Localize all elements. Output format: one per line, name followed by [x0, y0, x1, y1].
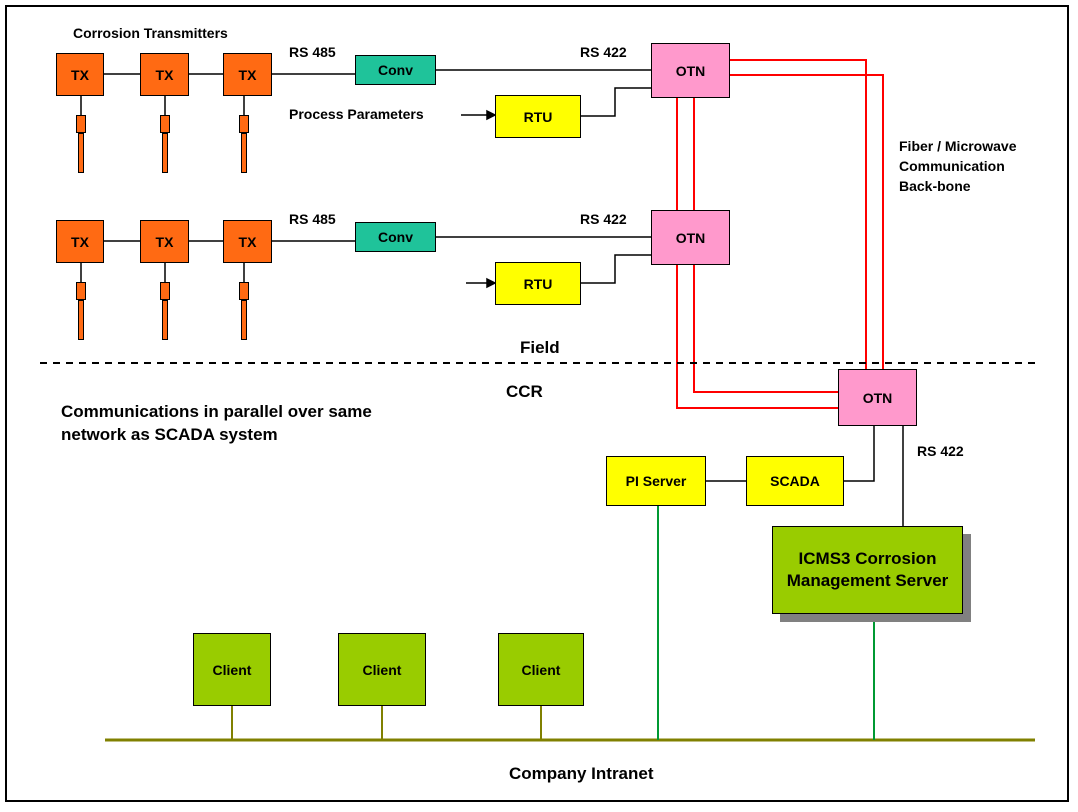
otn-box-row1: OTN [651, 43, 730, 98]
rs422-label-row2: RS 422 [580, 211, 627, 227]
corrosion-probe [76, 115, 86, 133]
backbone-label: Fiber / Microwave Communication Back-bon… [899, 138, 1017, 194]
backbone-links [676, 59, 884, 409]
rs485-label-row1: RS 485 [289, 44, 336, 60]
row2-links [104, 236, 651, 284]
rs422-label-row1: RS 422 [580, 44, 627, 60]
corrosion-transmitters-label: Corrosion Transmitters [73, 25, 228, 41]
rtu-box: RTU [495, 262, 581, 305]
otn-box-row2: OTN [651, 210, 730, 265]
diagram-frame [5, 5, 1069, 802]
scada-box: SCADA [746, 456, 844, 506]
field-label: Field [520, 338, 560, 357]
corrosion-probe [76, 282, 86, 300]
ccr-links [706, 426, 904, 526]
corrosion-probe-rod [78, 300, 84, 340]
rs485-label-row2: RS 485 [289, 211, 336, 227]
corrosion-probe-rod [241, 133, 247, 173]
corrosion-probe-rod [162, 300, 168, 340]
corrosion-probe-rod [162, 133, 168, 173]
corrosion-probe-rod [78, 133, 84, 173]
parallel-communications-note: Communications in parallel over same net… [61, 402, 372, 444]
row1-links [104, 69, 651, 117]
client-box: Client [338, 633, 426, 706]
otn-box-ccr: OTN [838, 369, 917, 426]
transmitter-box: TX [223, 220, 272, 263]
corrosion-probe [239, 282, 249, 300]
transmitter-box: TX [56, 53, 104, 96]
process-parameters-label: Process Parameters [289, 106, 424, 122]
input-arrows [461, 109, 497, 289]
converter-box: Conv [355, 55, 436, 85]
intranet-links [105, 506, 1035, 742]
icms-server-box: ICMS3 Corrosion Management Server [772, 526, 963, 614]
transmitter-box: TX [223, 53, 272, 96]
corrosion-probe-rod [241, 300, 247, 340]
corrosion-probe [239, 115, 249, 133]
rtu-box: RTU [495, 95, 581, 138]
transmitter-box: TX [140, 220, 189, 263]
rs422-label-ccr: RS 422 [917, 443, 964, 459]
pi-server-box: PI Server [606, 456, 706, 506]
company-intranet-label: Company Intranet [509, 764, 654, 783]
converter-box: Conv [355, 222, 436, 252]
corrosion-probe [160, 282, 170, 300]
corrosion-probe [160, 115, 170, 133]
transmitter-box: TX [140, 53, 189, 96]
client-box: Client [193, 633, 271, 706]
transmitter-box: TX [56, 220, 104, 263]
client-box: Client [498, 633, 584, 706]
ccr-label: CCR [506, 382, 543, 401]
